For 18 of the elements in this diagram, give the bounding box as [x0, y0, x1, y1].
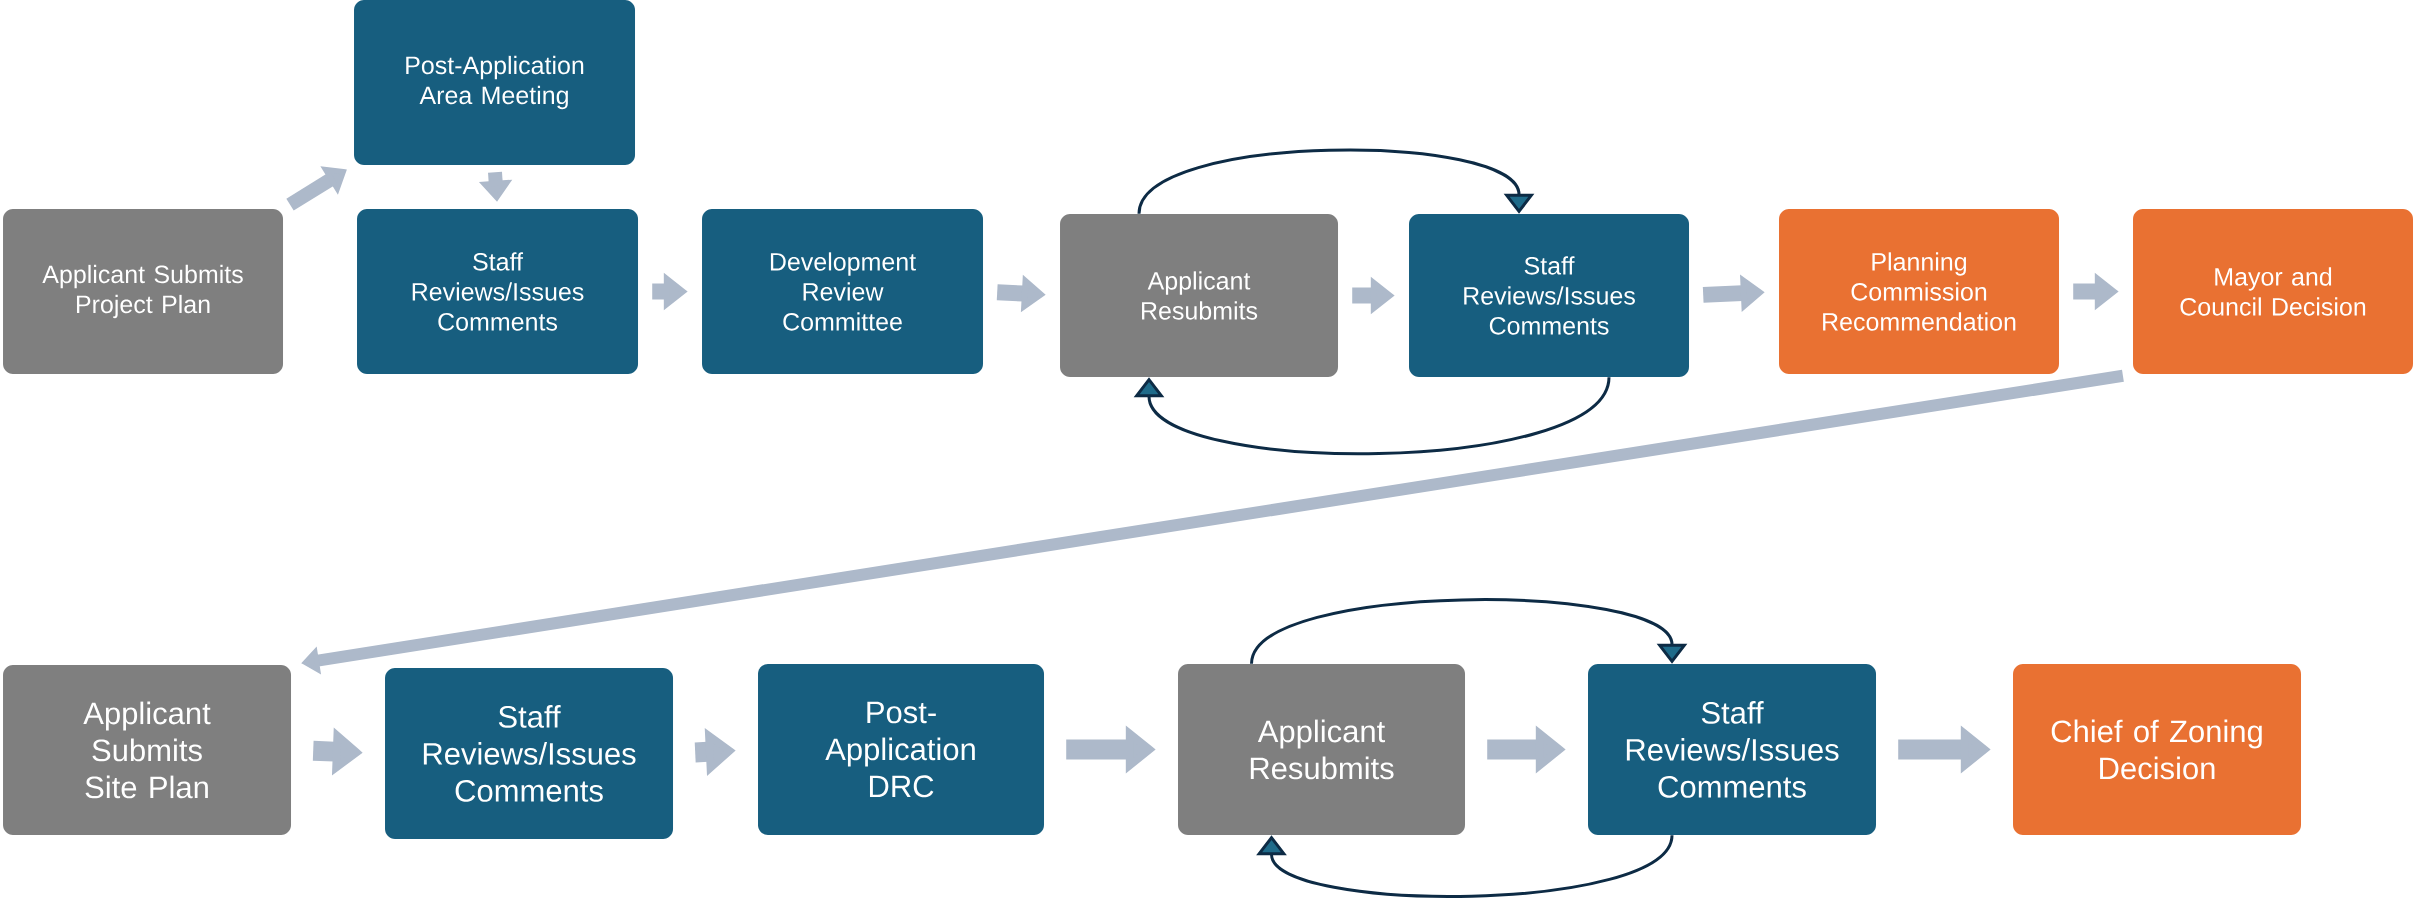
process-box: Mayor and Council Decision	[2133, 209, 2413, 374]
curved-arrow	[1250, 598, 1688, 665]
curved-arrow	[1137, 148, 1535, 215]
process-box: Applicant Resubmits	[1178, 664, 1465, 835]
curved-arrow	[1256, 834, 1674, 898]
process-box: Applicant Submits Project Plan	[3, 209, 283, 374]
process-box: Staff Reviews/Issues Comments	[1588, 664, 1876, 835]
process-box: Applicant Resubmits	[1060, 214, 1338, 377]
process-box: Applicant Submits Site Plan	[3, 665, 291, 835]
process-box: Post-Application Area Meeting	[354, 0, 635, 165]
process-box: Staff Reviews/Issues Comments	[357, 209, 638, 374]
process-box: Post-Application DRC	[758, 664, 1044, 835]
process-box: Development Review Committee	[702, 209, 983, 374]
curved-arrow	[1133, 376, 1611, 456]
process-box: Staff Reviews/Issues Comments	[385, 668, 673, 839]
process-box: Staff Reviews/Issues Comments	[1409, 214, 1689, 377]
process-box: Chief of Zoning Decision	[2013, 664, 2301, 835]
process-box: Planning Commission Recommendation	[1779, 209, 2059, 374]
